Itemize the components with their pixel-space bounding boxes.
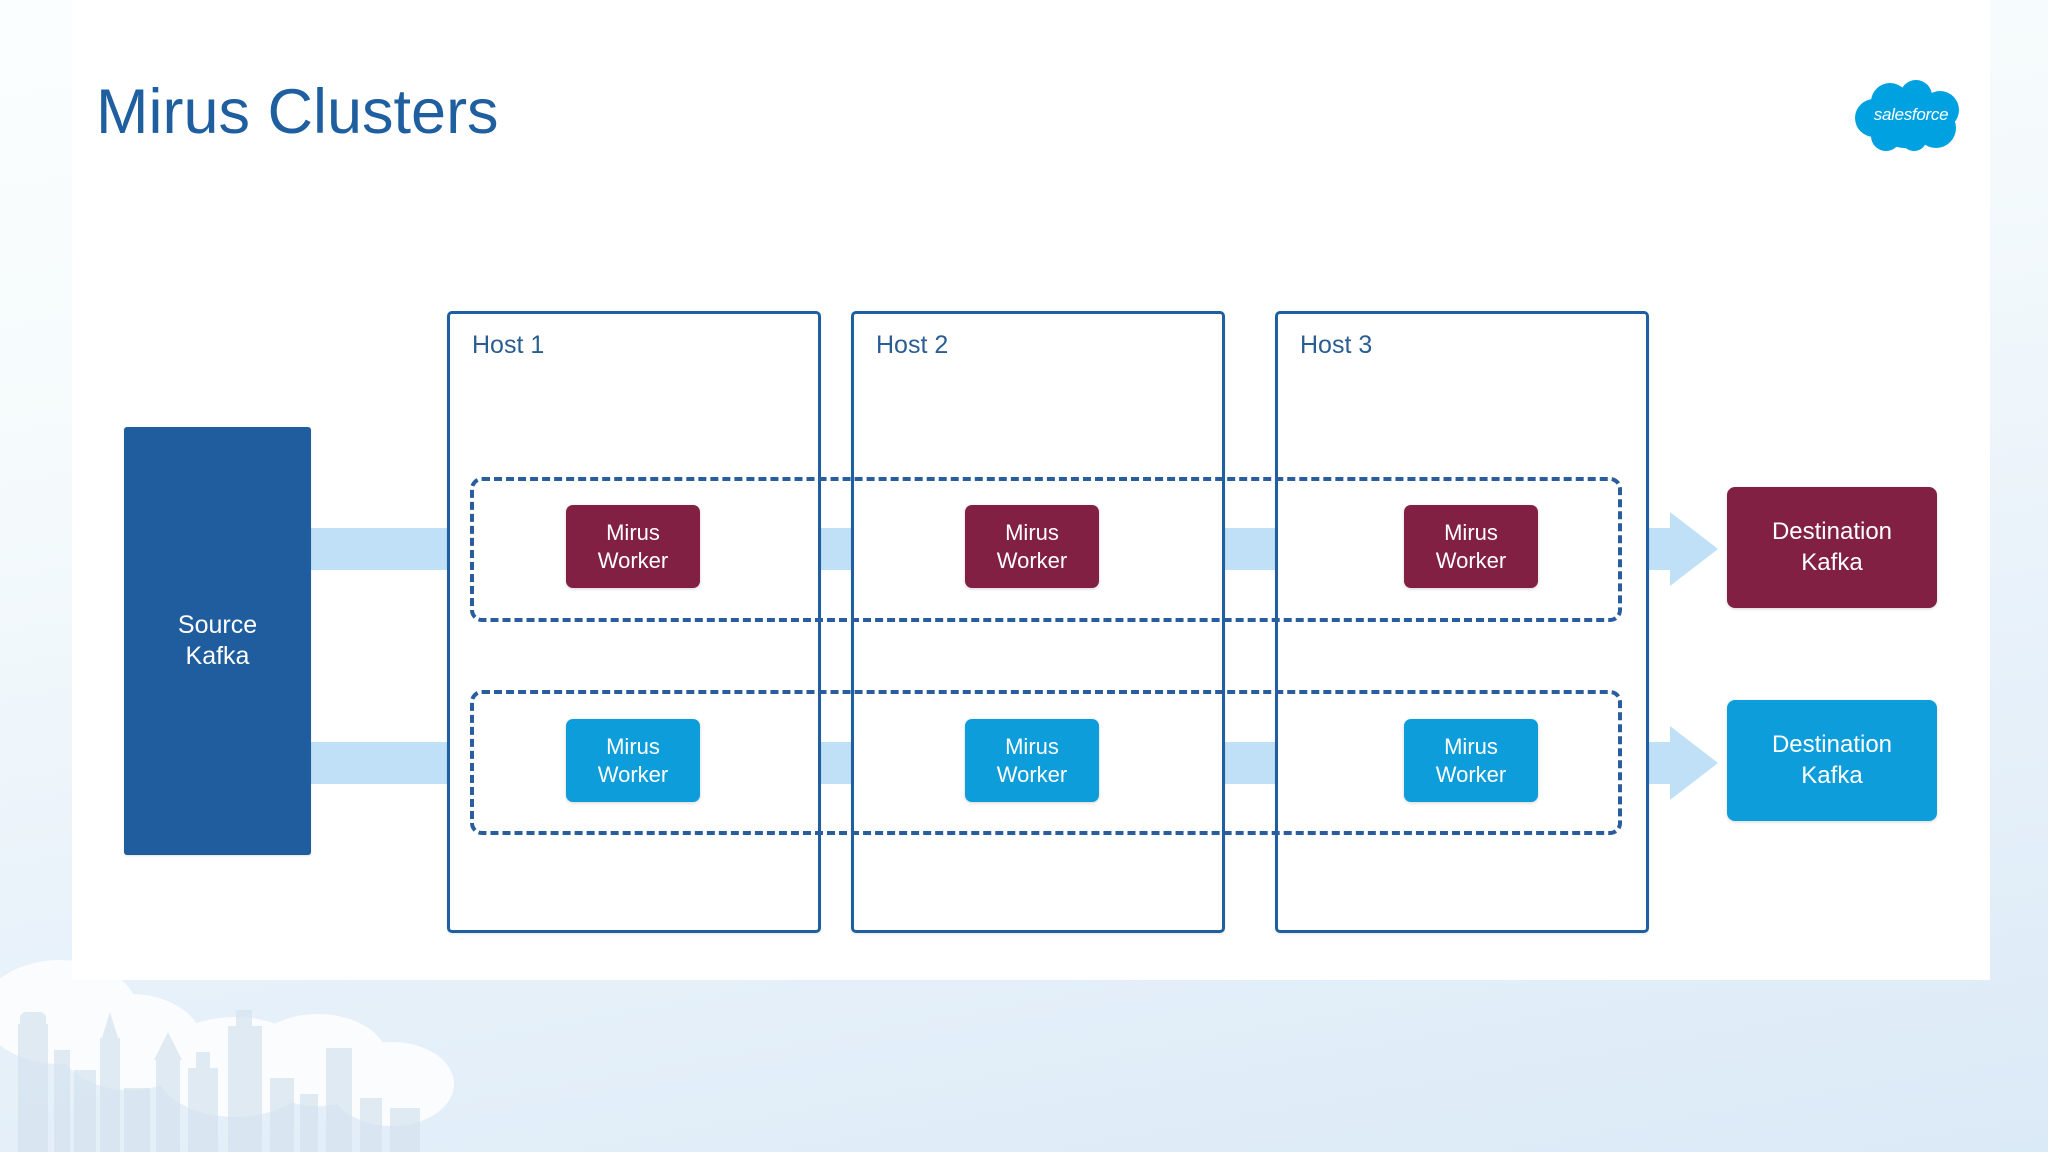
mirus-worker-top-host2[interactable]: Mirus Worker bbox=[965, 505, 1099, 588]
worker-label-line2: Worker bbox=[996, 547, 1068, 573]
cloud-icon bbox=[1855, 80, 1959, 151]
pipeline-group-bottom bbox=[470, 690, 1622, 835]
source-kafka-node[interactable]: Source Kafka bbox=[124, 427, 311, 855]
host-label: Host 1 bbox=[472, 331, 545, 359]
flow-arrow-head bbox=[1670, 726, 1718, 800]
host-box-3[interactable]: Host 3 bbox=[1275, 311, 1649, 933]
worker-label-line1: Mirus bbox=[1444, 733, 1498, 759]
mirus-worker-bottom-host3[interactable]: Mirus Worker bbox=[1404, 719, 1538, 802]
worker-label-line1: Mirus bbox=[606, 519, 660, 545]
source-kafka-label: Source Kafka bbox=[178, 610, 257, 673]
source-kafka-label-line1: Source bbox=[177, 610, 258, 639]
worker-label: Mirus Worker bbox=[1436, 733, 1507, 789]
mirus-worker-bottom-host2[interactable]: Mirus Worker bbox=[965, 719, 1099, 802]
destination-kafka-top[interactable]: Destination Kafka bbox=[1727, 487, 1937, 608]
worker-label-line2: Worker bbox=[996, 761, 1068, 787]
mirus-worker-top-host3[interactable]: Mirus Worker bbox=[1404, 505, 1538, 588]
worker-label-line2: Worker bbox=[597, 547, 669, 573]
destination-label-line1: Destination bbox=[1771, 730, 1893, 758]
destination-label: Destination Kafka bbox=[1772, 517, 1892, 578]
flow-arrow-head bbox=[1670, 512, 1718, 586]
worker-label: Mirus Worker bbox=[997, 519, 1068, 575]
host-box-2[interactable]: Host 2 bbox=[851, 311, 1225, 933]
worker-label-line2: Worker bbox=[597, 761, 669, 787]
destination-label-line2: Kafka bbox=[1801, 761, 1863, 789]
worker-label: Mirus Worker bbox=[1436, 519, 1507, 575]
worker-label: Mirus Worker bbox=[598, 733, 669, 789]
worker-label-line1: Mirus bbox=[1005, 519, 1059, 545]
host-label: Host 3 bbox=[1300, 331, 1373, 359]
worker-label-line1: Mirus bbox=[606, 733, 660, 759]
pipeline-group-top bbox=[470, 477, 1622, 622]
page-title: Mirus Clusters bbox=[96, 77, 499, 147]
destination-label-line1: Destination bbox=[1771, 517, 1893, 545]
worker-label-line1: Mirus bbox=[1005, 733, 1059, 759]
worker-label-line2: Worker bbox=[1435, 547, 1507, 573]
mirus-worker-bottom-host1[interactable]: Mirus Worker bbox=[566, 719, 700, 802]
destination-label: Destination Kafka bbox=[1772, 730, 1892, 791]
destination-kafka-bottom[interactable]: Destination Kafka bbox=[1727, 700, 1937, 821]
worker-label-line1: Mirus bbox=[1444, 519, 1498, 545]
source-kafka-label-line2: Kafka bbox=[185, 642, 250, 670]
host-box-1[interactable]: Host 1 bbox=[447, 311, 821, 933]
mirus-worker-top-host1[interactable]: Mirus Worker bbox=[566, 505, 700, 588]
host-label: Host 2 bbox=[876, 331, 949, 359]
worker-label: Mirus Worker bbox=[598, 519, 669, 575]
destination-label-line2: Kafka bbox=[1801, 548, 1863, 576]
worker-label-line2: Worker bbox=[1435, 761, 1507, 787]
worker-label: Mirus Worker bbox=[997, 733, 1068, 789]
